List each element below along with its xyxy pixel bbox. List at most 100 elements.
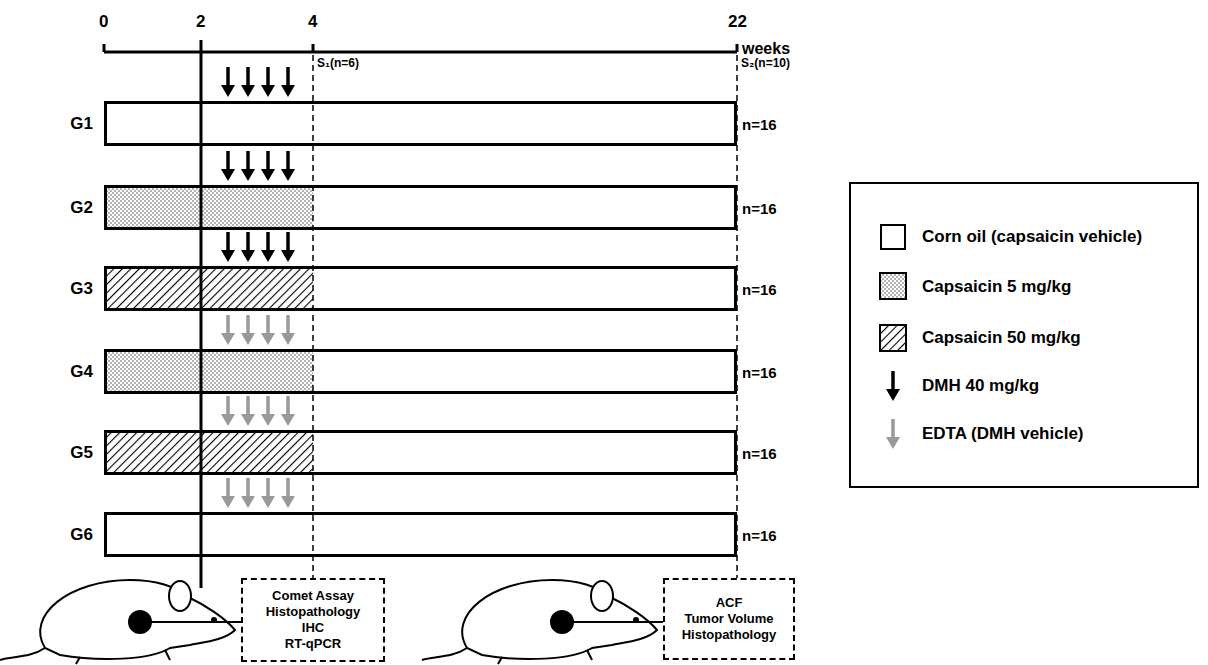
group-bar: G4n=16	[104, 349, 737, 394]
analysis-item: ACF	[716, 595, 743, 611]
rat-illustration	[0, 580, 241, 664]
capsaicin-high-fill	[104, 430, 313, 475]
analysis-item: RT-qPCR	[285, 636, 341, 652]
dose-arrow-head	[281, 414, 295, 426]
dose-arrow-head	[261, 169, 275, 181]
group-label: G6	[70, 525, 93, 545]
group-label: G3	[70, 279, 93, 299]
group-label: G4	[70, 362, 93, 382]
dose-arrow-shaft	[891, 419, 895, 439]
dose-arrow-head	[261, 85, 275, 97]
dose-arrow-head	[221, 85, 235, 97]
dose-arrow-head	[241, 169, 255, 181]
group-bar: G5n=16	[104, 430, 737, 475]
dose-arrow-head	[241, 414, 255, 426]
dose-arrow-shaft	[266, 315, 270, 335]
legend-text: EDTA (DMH vehicle)	[922, 424, 1084, 444]
dose-arrow-shaft	[266, 67, 270, 87]
sample-size: n=16	[742, 444, 777, 461]
sample-size: n=16	[742, 526, 777, 543]
group-bar: G3n=16	[104, 266, 737, 311]
dose-arrow-head	[241, 333, 255, 345]
sample-size: n=16	[742, 115, 777, 132]
analysis-item: Tumor Volume	[684, 611, 773, 627]
sample-size: n=16	[742, 199, 777, 216]
dose-arrow-shaft	[286, 396, 290, 416]
dose-arrow-head	[261, 250, 275, 262]
dose-arrow-head	[221, 333, 235, 345]
analysis-item: IHC	[302, 620, 324, 636]
sample-size: n=16	[742, 280, 777, 297]
dose-arrow-shaft	[226, 478, 230, 498]
legend-text: Capsaicin 5 mg/kg	[922, 277, 1071, 297]
dose-arrow-head	[281, 496, 295, 508]
analysis-item: Comet Assay	[272, 588, 354, 604]
legend-sample	[880, 273, 906, 299]
dose-arrow-head	[221, 250, 235, 262]
dose-arrow-shaft	[266, 478, 270, 498]
dose-arrow-shaft	[246, 67, 250, 87]
dose-arrow-shaft	[286, 315, 290, 335]
sampling-line	[312, 55, 314, 578]
dose-arrow-shaft	[246, 232, 250, 252]
dosing-arrows	[221, 67, 900, 508]
dose-arrow-shaft	[226, 315, 230, 335]
dose-arrow-shaft	[246, 315, 250, 335]
time-axis	[104, 44, 737, 52]
dose-arrow-shaft	[226, 232, 230, 252]
legend-text: DMH 40 mg/kg	[922, 376, 1039, 396]
group-label: G2	[70, 198, 93, 218]
dose-arrow-shaft	[246, 478, 250, 498]
sample-size: n=16	[742, 363, 777, 380]
capsaicin-high-fill	[104, 266, 313, 311]
capsaicin-low-fill	[104, 349, 313, 394]
dose-arrow-head	[241, 496, 255, 508]
rat-illustration	[422, 580, 663, 664]
legend-swatch	[880, 224, 906, 250]
dose-arrow-shaft	[226, 396, 230, 416]
dose-arrow-shaft	[266, 396, 270, 416]
group-bar: G1n=16	[104, 101, 737, 146]
group-bar: G6n=16	[104, 512, 737, 557]
group-label: G1	[70, 114, 93, 134]
legend-text: Corn oil (capsaicin vehicle)	[922, 227, 1142, 247]
analysis-item: Histopathology	[682, 627, 777, 643]
dose-arrow-shaft	[286, 478, 290, 498]
dose-arrow-head	[261, 414, 275, 426]
dose-arrow-head	[281, 333, 295, 345]
dose-arrow-shaft	[286, 151, 290, 171]
sampling-label: S₁(n=6)	[317, 56, 359, 70]
capsaicin-low-fill	[104, 185, 313, 230]
dose-arrow-head	[241, 85, 255, 97]
dose-arrow-head	[886, 389, 900, 401]
analysis-box: ACFTumor VolumeHistopathology	[663, 578, 795, 660]
dose-arrow-head	[221, 496, 235, 508]
dose-arrow-head	[281, 169, 295, 181]
legend-sample	[880, 325, 906, 351]
dose-arrow-shaft	[266, 151, 270, 171]
dose-arrow-head	[886, 437, 900, 449]
dose-arrow-shaft	[226, 151, 230, 171]
dose-arrow-head	[261, 333, 275, 345]
dose-arrow-shaft	[246, 151, 250, 171]
dose-arrow-shaft	[286, 67, 290, 87]
dose-arrow-head	[241, 250, 255, 262]
dose-arrow-shaft	[266, 232, 270, 252]
axis-tick-label: 4	[308, 12, 317, 32]
group-bar: G2n=16	[104, 185, 737, 230]
dose-arrow-shaft	[226, 67, 230, 87]
axis-unit: weeks	[742, 40, 790, 58]
axis-tick-label: 2	[196, 12, 205, 32]
axis-tick-label: 22	[728, 12, 747, 32]
analysis-box: Comet AssayHistopathologyIHCRT-qPCR	[241, 578, 385, 662]
analysis-item: Histopathology	[266, 604, 361, 620]
dose-arrow-head	[281, 85, 295, 97]
dose-arrow-shaft	[286, 232, 290, 252]
sampling-label: S₂(n=10)	[741, 56, 790, 70]
axis-tick-label: 0	[99, 12, 108, 32]
dose-arrow-shaft	[246, 396, 250, 416]
legend-text: Capsaicin 50 mg/kg	[922, 328, 1081, 348]
group-label: G5	[70, 443, 93, 463]
dose-arrow-head	[281, 250, 295, 262]
